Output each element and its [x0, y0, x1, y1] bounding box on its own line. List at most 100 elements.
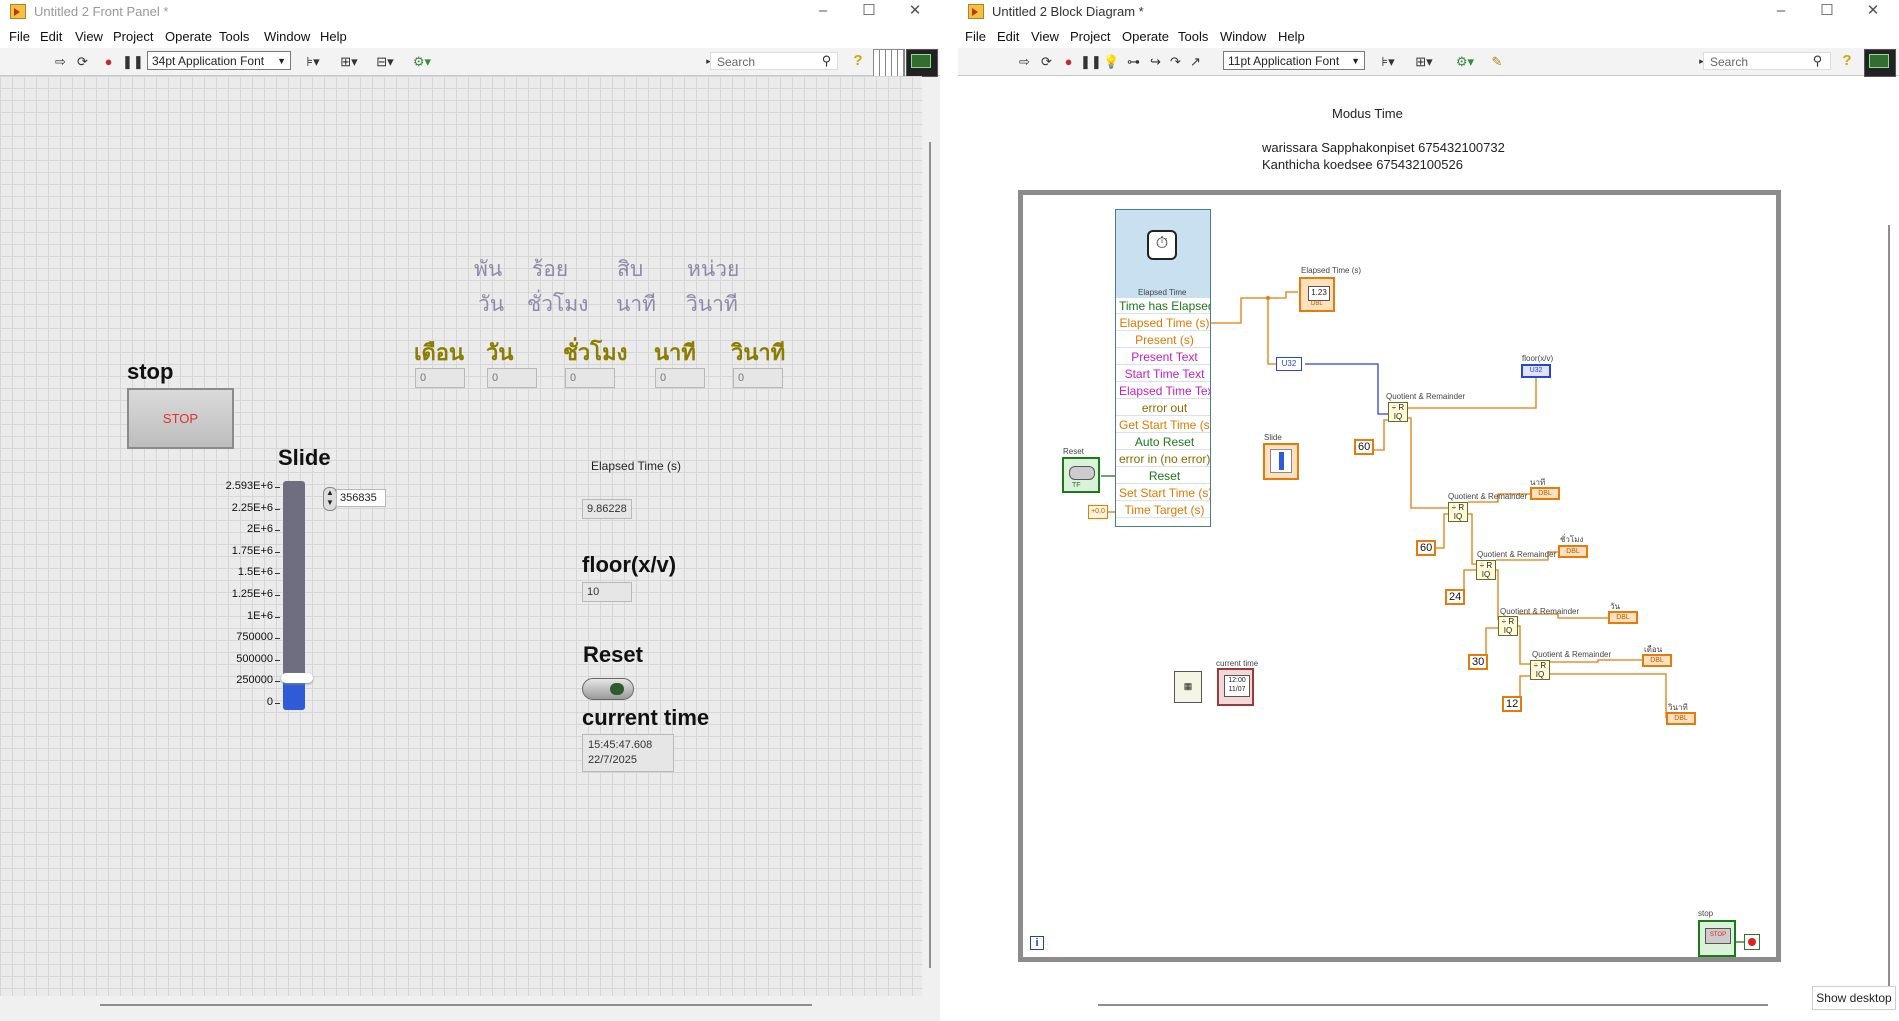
constant-60[interactable]: 60: [1354, 439, 1375, 455]
clean-up-diagram-icon[interactable]: ✎: [1491, 54, 1503, 69]
maximize-icon[interactable]: ☐: [862, 2, 876, 19]
constant-60[interactable]: 60: [1416, 540, 1437, 556]
menu-project[interactable]: Project: [113, 29, 154, 44]
hour-dbl-terminal[interactable]: DBL: [1558, 545, 1588, 558]
month-dbl-terminal[interactable]: DBL: [1642, 654, 1672, 667]
express-terminal[interactable]: Present Text: [1116, 349, 1210, 365]
run-continuous-icon[interactable]: ⟳: [77, 54, 88, 69]
horizontal-scrollbar[interactable]: [100, 1004, 812, 1006]
vertical-scrollbar[interactable]: [1888, 225, 1890, 995]
abort-icon[interactable]: ●: [104, 54, 113, 69]
search-icon[interactable]: ⚲: [821, 53, 832, 68]
font-selector[interactable]: 11pt Application Font▼: [1223, 51, 1365, 70]
step-into-icon[interactable]: ↪: [1150, 54, 1161, 69]
express-terminal[interactable]: Time Target (s): [1116, 502, 1210, 518]
reset-button[interactable]: [582, 678, 634, 700]
reset-terminal[interactable]: TF: [1062, 457, 1100, 493]
step-out-icon[interactable]: ↗: [1190, 54, 1201, 69]
elapsed-time-terminal[interactable]: 1.23 DBL: [1299, 277, 1335, 312]
menu-operate[interactable]: Operate: [165, 29, 212, 44]
express-terminal[interactable]: Start Time Text: [1116, 366, 1210, 382]
express-terminal[interactable]: Reset: [1116, 468, 1210, 484]
vertical-scrollbar[interactable]: [929, 142, 931, 968]
stop-terminal[interactable]: STOP: [1698, 920, 1736, 957]
close-icon[interactable]: ✕: [908, 2, 922, 19]
search-input[interactable]: Search: [1703, 52, 1831, 70]
second-dbl-terminal[interactable]: DBL: [1666, 712, 1696, 725]
day-dbl-terminal[interactable]: DBL: [1608, 611, 1638, 624]
search-icon[interactable]: ⚲: [1812, 53, 1823, 68]
menu-view[interactable]: View: [1031, 29, 1059, 44]
horizontal-scrollbar[interactable]: [1098, 1004, 1768, 1006]
vi-icon[interactable]: [906, 49, 938, 77]
pause-icon[interactable]: ❚❚: [122, 54, 144, 69]
search-expand-icon[interactable]: ▸: [706, 56, 711, 66]
express-terminal[interactable]: Time has Elapsed: [1116, 298, 1210, 314]
vi-icon[interactable]: [1864, 49, 1896, 77]
menu-edit[interactable]: Edit: [40, 29, 63, 44]
minute-dbl-terminal[interactable]: DBL: [1530, 487, 1560, 500]
pause-icon[interactable]: ❚❚: [1080, 54, 1102, 69]
highlight-execution-icon[interactable]: 💡: [1103, 54, 1120, 69]
slide-terminal[interactable]: [1263, 443, 1299, 480]
while-loop[interactable]: [1018, 190, 1781, 962]
close-icon[interactable]: ✕: [1866, 2, 1880, 19]
slide-increment-icon[interactable]: ▲▼: [323, 487, 337, 511]
express-terminal[interactable]: error out: [1116, 400, 1210, 416]
minimize-icon[interactable]: –: [1776, 2, 1786, 19]
get-date-time-function[interactable]: ▦: [1174, 671, 1202, 703]
floor-terminal[interactable]: U32: [1521, 364, 1551, 378]
menu-operate[interactable]: Operate: [1122, 29, 1169, 44]
abort-icon[interactable]: ●: [1064, 54, 1073, 69]
loop-condition-terminal[interactable]: [1744, 934, 1760, 950]
slide-track[interactable]: [283, 481, 305, 710]
minimize-icon[interactable]: –: [818, 2, 828, 19]
menu-window[interactable]: Window: [264, 29, 311, 44]
font-selector[interactable]: 34pt Application Font▼: [147, 51, 291, 70]
constant-30[interactable]: 30: [1468, 654, 1489, 670]
distribute-objects-icon[interactable]: ⊞▾: [1415, 54, 1433, 69]
run-continuous-icon[interactable]: ⟳: [1041, 54, 1052, 69]
menu-tools[interactable]: Tools: [219, 29, 250, 44]
menu-help[interactable]: Help: [1278, 29, 1305, 44]
express-terminal[interactable]: Set Start Time (s): [1116, 485, 1210, 501]
to-u32-conversion[interactable]: U32: [1276, 357, 1302, 371]
help-icon[interactable]: ?: [1842, 52, 1852, 69]
maximize-icon[interactable]: ☐: [1820, 2, 1834, 19]
align-objects-icon[interactable]: ⊧▾: [1381, 54, 1395, 69]
express-terminal[interactable]: Elapsed Time Text: [1116, 383, 1210, 399]
constant-24[interactable]: 24: [1445, 589, 1466, 605]
slide-value-display[interactable]: 356835: [336, 489, 386, 507]
reorder-icon[interactable]: ⚙▾: [412, 54, 432, 69]
step-over-icon[interactable]: ↷: [1170, 54, 1181, 69]
run-arrow-icon[interactable]: ⇨: [55, 54, 66, 69]
menu-project[interactable]: Project: [1070, 29, 1111, 44]
menu-tools[interactable]: Tools: [1178, 29, 1209, 44]
menu-help[interactable]: Help: [320, 29, 347, 44]
express-terminal[interactable]: Elapsed Time (s): [1116, 315, 1210, 331]
help-icon[interactable]: ?: [853, 52, 863, 69]
stop-button[interactable]: STOP: [127, 388, 234, 449]
menu-file[interactable]: File: [965, 29, 986, 44]
constant-12[interactable]: 12: [1502, 696, 1523, 712]
express-terminal[interactable]: error in (no error): [1116, 451, 1210, 467]
express-terminal[interactable]: Present (s): [1116, 332, 1210, 348]
retain-wire-values-icon[interactable]: ⊶: [1127, 54, 1140, 69]
menu-file[interactable]: File: [9, 29, 30, 44]
menu-edit[interactable]: Edit: [997, 29, 1020, 44]
search-input[interactable]: Search: [710, 52, 838, 70]
loop-iteration-terminal[interactable]: i: [1030, 936, 1044, 950]
menu-view[interactable]: View: [75, 29, 103, 44]
express-terminal[interactable]: Auto Reset: [1116, 434, 1210, 450]
time-target-constant[interactable]: +0.0: [1088, 505, 1108, 519]
resize-objects-icon[interactable]: ⊟▾: [376, 54, 394, 69]
reorder-icon[interactable]: ⚙▾: [1455, 54, 1475, 69]
run-arrow-icon[interactable]: ⇨: [1019, 54, 1030, 69]
